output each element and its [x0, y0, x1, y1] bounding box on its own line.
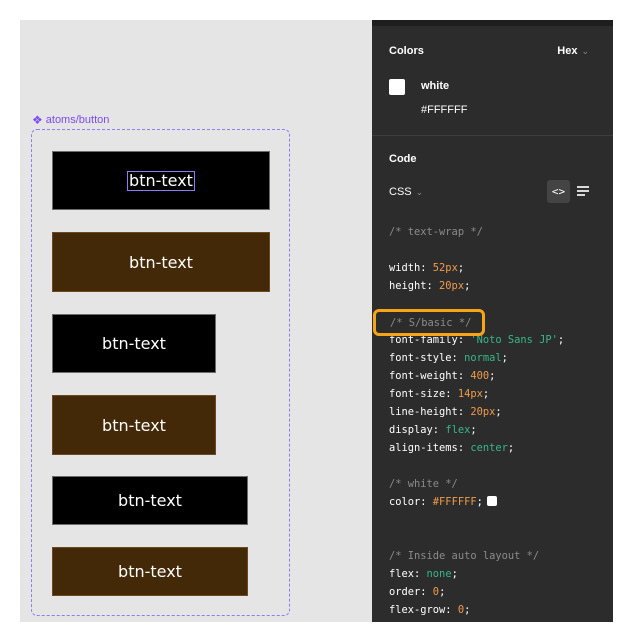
- code-language-label: CSS: [389, 186, 412, 198]
- code-token: normal: [464, 352, 502, 364]
- code-view-icon[interactable]: <>: [547, 180, 570, 203]
- code-token: ;: [482, 388, 490, 400]
- code-line: flex-grow: 0;: [389, 601, 564, 619]
- component-name: atoms/button: [45, 114, 110, 126]
- code-token: 20px: [470, 406, 496, 418]
- button-text: btn-text: [102, 334, 166, 353]
- button-variant-1[interactable]: btn-text: [52, 151, 270, 210]
- code-line: flex: none;: [389, 565, 564, 583]
- code-token: ;: [464, 280, 471, 292]
- code-token: width:: [389, 262, 433, 274]
- code-token: /* white */: [389, 478, 458, 490]
- code-block[interactable]: /* text-wrap */width: 52px;height: 20px;…: [389, 223, 564, 619]
- list-view-icon[interactable]: [577, 186, 589, 196]
- code-line: /* text-wrap */: [389, 223, 564, 241]
- color-format-label: Hex: [557, 45, 578, 57]
- code-line: font-family: 'Noto Sans JP';: [389, 331, 564, 349]
- section-divider: [372, 135, 613, 136]
- color-swatch[interactable]: [389, 79, 405, 95]
- code-token: ;: [476, 496, 483, 508]
- code-line: font-weight: 400;: [389, 367, 564, 385]
- code-token: ;: [501, 352, 508, 364]
- color-hex-value[interactable]: #FFFFFF: [421, 104, 468, 116]
- code-token: color:: [389, 496, 433, 508]
- code-line: font-style: normal;: [389, 349, 564, 367]
- button-text: btn-text: [118, 491, 182, 510]
- code-token: 0: [432, 586, 440, 598]
- code-token: flex: [445, 424, 471, 436]
- code-line: align-items: center;: [389, 439, 564, 457]
- code-line: [389, 511, 564, 529]
- code-line: [389, 241, 564, 259]
- code-line: width: 52px;: [389, 259, 564, 277]
- code-token: display:: [389, 424, 446, 436]
- button-text: btn-text: [102, 415, 166, 435]
- code-token: height:: [389, 280, 440, 292]
- code-token: align-items:: [389, 442, 471, 454]
- code-token: line-height:: [389, 406, 471, 418]
- code-line: display: flex;: [389, 421, 564, 439]
- code-token: font-weight:: [389, 370, 471, 382]
- code-token: font-size:: [389, 388, 458, 400]
- code-token: flex-grow:: [389, 604, 458, 616]
- code-token: ;: [451, 568, 458, 580]
- code-token: none: [426, 568, 452, 580]
- code-language-dropdown[interactable]: CSS ⌄: [389, 186, 423, 198]
- button-variant-3[interactable]: btn-text: [52, 314, 216, 373]
- code-token: ;: [495, 406, 502, 418]
- code-token: ;: [457, 262, 465, 274]
- code-token: ;: [557, 334, 565, 346]
- code-token: ;: [464, 604, 471, 616]
- button-variant-2[interactable]: btn-text: [52, 232, 270, 292]
- component-label[interactable]: ❖ atoms/button: [32, 112, 110, 127]
- code-token: 'Noto Sans JP': [470, 334, 558, 346]
- chevron-down-icon: ⌄: [415, 186, 424, 197]
- code-token: font-style:: [389, 352, 465, 364]
- code-line: [389, 457, 564, 475]
- color-style-name: white: [421, 80, 450, 92]
- code-line: /* white */: [389, 475, 564, 493]
- code-token: flex:: [389, 568, 427, 580]
- highlighted-style-comment: /* S/basic */: [373, 309, 485, 336]
- panel-top-strip: [372, 20, 613, 26]
- code-token: center: [470, 442, 508, 454]
- code-line: line-height: 20px;: [389, 403, 564, 421]
- button-text: btn-text: [118, 562, 182, 581]
- code-token: /* text-wrap */: [389, 226, 483, 238]
- code-token: order:: [389, 586, 433, 598]
- code-token: 14px: [457, 388, 483, 400]
- code-token: /* Inside auto layout */: [389, 550, 540, 562]
- code-line: [389, 529, 564, 547]
- component-icon: ❖: [32, 112, 43, 127]
- code-line: height: 20px;: [389, 277, 564, 295]
- code-token: ;: [489, 370, 496, 382]
- button-variant-4[interactable]: btn-text: [52, 395, 216, 455]
- code-line: /* Inside auto layout */: [389, 547, 564, 565]
- button-variant-6[interactable]: btn-text: [52, 547, 248, 596]
- code-token: 0: [457, 604, 465, 616]
- code-line: color: #FFFFFF;: [389, 493, 564, 511]
- code-section-title: Code: [389, 153, 417, 165]
- code-line: order: 0;: [389, 583, 564, 601]
- code-line: font-size: 14px;: [389, 385, 564, 403]
- code-token: font-family:: [389, 334, 471, 346]
- code-token: 20px: [439, 280, 465, 292]
- code-token: #FFFFFF: [432, 496, 477, 508]
- colors-section-title: Colors: [389, 45, 424, 57]
- button-text: btn-text: [129, 252, 193, 272]
- component-set-frame[interactable]: [31, 129, 290, 616]
- code-token: 400: [470, 370, 490, 382]
- button-variant-5[interactable]: btn-text: [52, 476, 248, 525]
- code-token: ;: [439, 586, 446, 598]
- code-token: ;: [507, 442, 515, 454]
- color-format-dropdown[interactable]: Hex ⌄: [557, 45, 589, 57]
- button-text-layer[interactable]: btn-text: [127, 170, 195, 191]
- code-token: ;: [470, 424, 477, 436]
- chevron-down-icon: ⌄: [581, 45, 589, 56]
- inline-color-swatch: [486, 496, 497, 506]
- code-token: 52px: [432, 262, 458, 274]
